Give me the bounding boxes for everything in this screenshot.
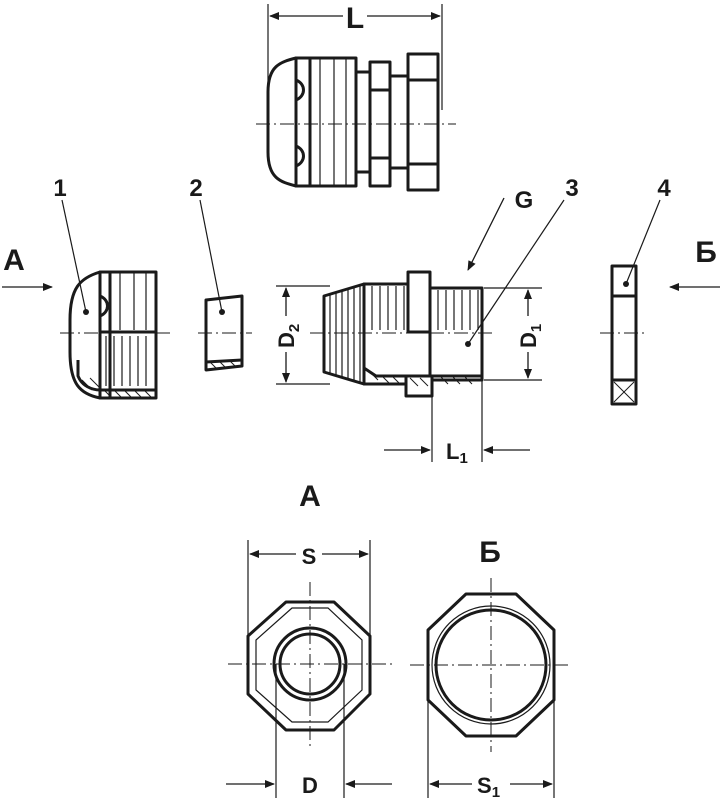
end-view-a: А S D: [226, 480, 392, 798]
view-arrow-a: А: [2, 244, 53, 291]
dimension-label-L1: L1: [446, 439, 468, 467]
dimension-label-D2: D2: [274, 324, 303, 348]
svg-text:Б: Б: [695, 236, 717, 269]
part-label-4: 4: [657, 175, 671, 202]
part-1-cap: 1: [53, 175, 172, 400]
view-title-b: Б: [479, 536, 501, 569]
dimension-label-D1: D1: [516, 324, 545, 348]
assembled-gland-view: L: [256, 2, 456, 192]
part-2-seal: 2: [189, 175, 252, 372]
svg-text:А: А: [3, 244, 25, 277]
end-view-b: Б S1: [410, 536, 572, 800]
part-4-lock-nut: 4: [600, 175, 671, 406]
dimension-label-G: G: [515, 187, 534, 214]
dimension-label-D: D: [302, 773, 318, 798]
part-label-1: 1: [53, 175, 66, 202]
view-arrow-b: Б: [669, 236, 720, 291]
part-3-body: D2: [272, 175, 579, 467]
dimension-label-L: L: [346, 2, 364, 35]
dimension-label-S1: S1: [477, 773, 500, 800]
part-label-3: 3: [565, 175, 578, 202]
view-title-a: А: [299, 480, 321, 513]
part-label-2: 2: [189, 175, 202, 202]
dimension-label-S: S: [302, 544, 317, 569]
